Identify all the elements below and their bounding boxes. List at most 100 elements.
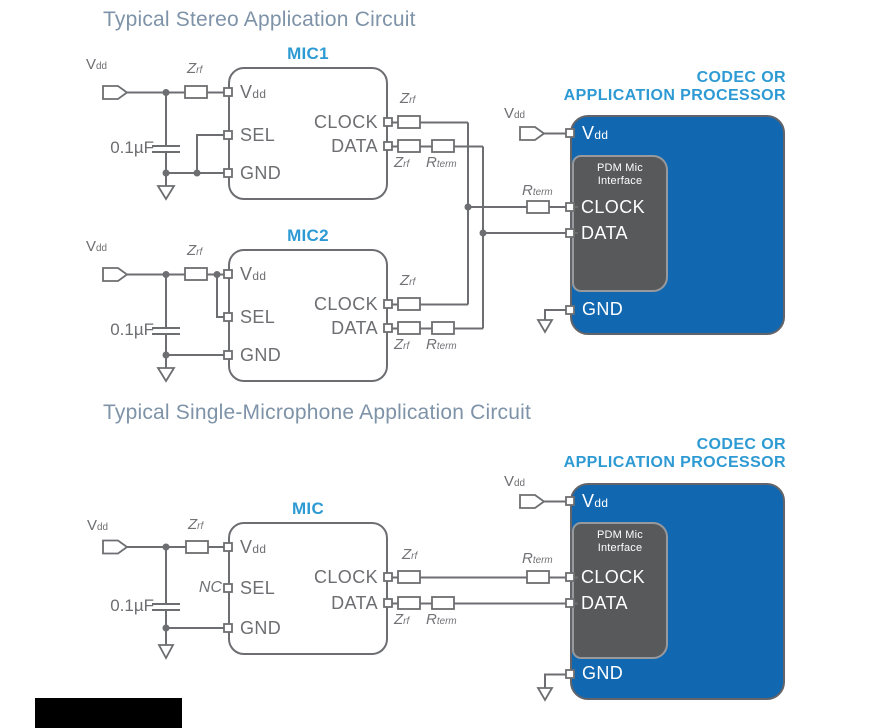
capacitor-value-label: 0.1µF bbox=[110, 320, 154, 339]
mic2-block bbox=[228, 249, 388, 382]
codec-title-line2: APPLICATION PROCESSOR bbox=[563, 454, 786, 471]
codec-pin-gnd-label: GND bbox=[582, 299, 624, 319]
mic1-pin-sel-label: SEL bbox=[240, 125, 276, 145]
codec-pin-gnd-label: GND bbox=[582, 663, 624, 683]
junction-dot bbox=[162, 624, 170, 632]
codec-block-single bbox=[570, 483, 785, 700]
stereo-wires bbox=[127, 91, 578, 368]
pin-square bbox=[565, 669, 575, 679]
pin-square bbox=[223, 350, 233, 360]
pin-square bbox=[223, 168, 233, 178]
mic2-pin-clock-label: CLOCK bbox=[313, 294, 378, 314]
mic1-pin-vdd-label: Vdd bbox=[240, 82, 267, 102]
stereo-circuit-title: Typical Stereo Application Circuit bbox=[103, 8, 416, 31]
junction-dot bbox=[162, 271, 170, 278]
zrf-resistor bbox=[184, 267, 208, 281]
redacted-logo-box bbox=[35, 698, 182, 728]
ground-icon bbox=[536, 319, 554, 334]
mic-pin-sel-label: SEL bbox=[240, 578, 276, 598]
ground-icon bbox=[157, 644, 175, 660]
junction-dot bbox=[162, 351, 170, 359]
mic1-block bbox=[228, 67, 388, 200]
codec-pin-vdd-label: Vdd bbox=[582, 491, 609, 511]
nc-label: NC bbox=[198, 579, 222, 596]
ground-icon bbox=[156, 367, 176, 383]
pin-square bbox=[565, 128, 575, 138]
junction-dot bbox=[162, 169, 170, 177]
codec-title-stereo: CODEC OR APPLICATION PROCESSOR bbox=[529, 69, 786, 105]
mic2-label: MIC2 bbox=[287, 226, 329, 245]
single-wires bbox=[127, 500, 578, 688]
mic2-pin-gnd-label: GND bbox=[240, 345, 282, 365]
codec-pin-data-label: DATA bbox=[581, 593, 628, 613]
zrf-label: Zrf bbox=[400, 90, 416, 107]
zrf-label: Zrf bbox=[394, 611, 410, 628]
codec-pin-data-label: DATA bbox=[581, 223, 628, 243]
pin-square bbox=[383, 323, 393, 333]
vdd-arrow-icon bbox=[102, 85, 129, 100]
vdd-source-label: Vdd bbox=[86, 56, 107, 73]
codec-pin-clock-label: CLOCK bbox=[581, 197, 646, 217]
vdd-source-label: Vdd bbox=[504, 473, 525, 490]
vdd-arrow-icon bbox=[102, 539, 129, 555]
zrf-resistor bbox=[397, 139, 421, 153]
pdm-mic-interface-block-stereo bbox=[572, 155, 668, 292]
vdd-arrow-icon bbox=[102, 267, 129, 282]
junction-dot bbox=[162, 543, 170, 551]
vdd-source-label: Vdd bbox=[86, 238, 107, 255]
junction-dot bbox=[479, 229, 487, 237]
pin-square bbox=[383, 141, 393, 151]
zrf-label: Zrf bbox=[394, 154, 410, 171]
mic1-pin-clock-label: CLOCK bbox=[313, 112, 378, 132]
pin-square bbox=[383, 299, 393, 309]
rterm-label: Rterm bbox=[522, 182, 553, 199]
zrf-label: Zrf bbox=[394, 336, 410, 353]
pin-square bbox=[565, 496, 575, 506]
zrf-label: Zrf bbox=[187, 60, 203, 77]
capacitor-value-label: 0.1µF bbox=[110, 596, 154, 615]
pin-square bbox=[223, 583, 233, 593]
rterm-resistor bbox=[431, 596, 455, 610]
pdm-mic-interface-block-single bbox=[572, 522, 668, 659]
ground-icon bbox=[536, 687, 554, 702]
zrf-resistor bbox=[397, 321, 421, 335]
zrf-resistor bbox=[185, 540, 209, 554]
pin-square bbox=[565, 305, 575, 315]
zrf-label: Zrf bbox=[402, 546, 418, 563]
pin-square bbox=[223, 269, 233, 279]
junction-dot bbox=[213, 271, 221, 278]
pin-square bbox=[223, 623, 233, 633]
rterm-label: Rterm bbox=[426, 154, 457, 171]
rterm-label: Rterm bbox=[426, 336, 457, 353]
mic1-pin-data-label: DATA bbox=[331, 136, 378, 156]
zrf-resistor bbox=[397, 596, 421, 610]
pin-square bbox=[565, 598, 575, 608]
mic1-pin-gnd-label: GND bbox=[240, 163, 282, 183]
vdd-arrow-icon bbox=[519, 494, 546, 509]
junction-dot bbox=[193, 169, 201, 177]
mic2-pin-vdd-label: Vdd bbox=[240, 264, 267, 284]
mic2-pin-sel-label: SEL bbox=[240, 307, 276, 327]
pin-square bbox=[565, 228, 575, 238]
vdd-arrow-icon bbox=[519, 126, 546, 141]
rterm-label: Rterm bbox=[522, 550, 553, 567]
pin-square bbox=[223, 87, 233, 97]
rterm-resistor bbox=[431, 321, 455, 335]
pin-square bbox=[565, 202, 575, 212]
pin-square bbox=[223, 312, 233, 322]
mic1-label: MIC1 bbox=[287, 44, 329, 63]
rterm-label: Rterm bbox=[426, 611, 457, 628]
pin-square bbox=[223, 542, 233, 552]
zrf-resistor bbox=[397, 297, 421, 311]
capacitor-value-label: 0.1µF bbox=[110, 138, 154, 157]
codec-title-line2: APPLICATION PROCESSOR bbox=[563, 87, 786, 104]
vdd-source-label: Vdd bbox=[87, 517, 108, 534]
pin-square bbox=[383, 117, 393, 127]
codec-title-single: CODEC OR APPLICATION PROCESSOR bbox=[529, 436, 786, 472]
zrf-resistor bbox=[397, 570, 421, 584]
mic-pin-vdd-label: Vdd bbox=[240, 537, 267, 557]
rterm-resistor bbox=[431, 139, 455, 153]
